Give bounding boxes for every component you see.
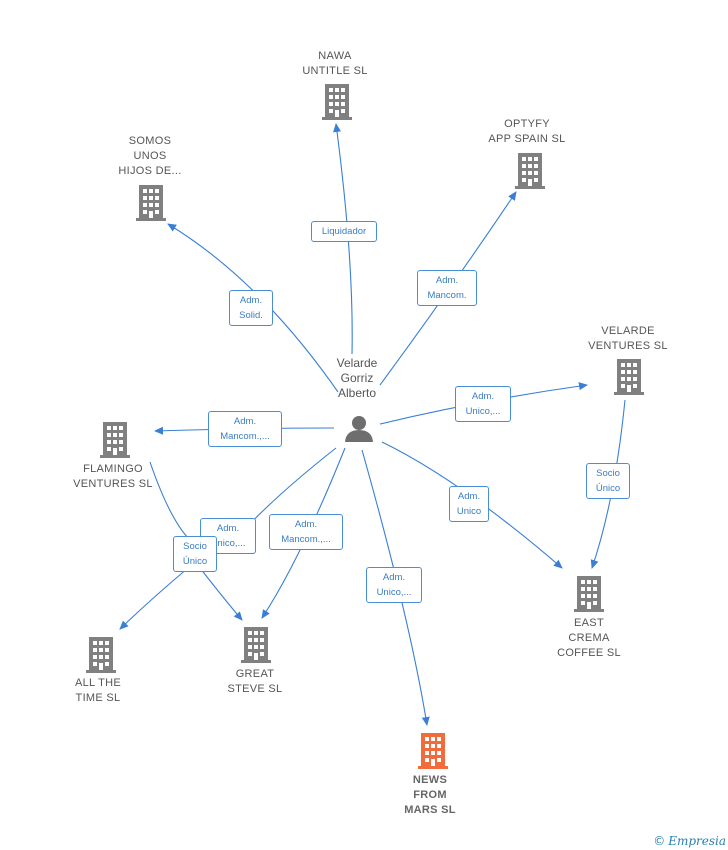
edge-branch-1 xyxy=(199,567,243,621)
edge-label: Adm. Unico,... xyxy=(455,386,511,422)
edge-label: Adm. Unico,... xyxy=(366,567,422,603)
edge-label: Adm. Mancom.,... xyxy=(208,411,282,447)
building-icon[interactable] xyxy=(418,733,448,769)
company-label-east[interactable]: EAST CREMA COFFEE SL xyxy=(557,616,621,659)
company-label-great[interactable]: GREAT STEVE SL xyxy=(227,668,283,695)
company-label-somos[interactable]: SOMOS UNOS HIJOS DE... xyxy=(118,134,182,177)
building-icon[interactable] xyxy=(241,627,271,663)
brand-name: Empresia xyxy=(668,834,726,848)
edge-label: Socio Único xyxy=(173,536,217,572)
empresia-logo: ©Empresia xyxy=(653,834,726,848)
copyright-symbol: © xyxy=(653,834,666,848)
edge-label: Adm. Unico xyxy=(449,486,489,522)
company-label-allthetime[interactable]: ALL THE TIME SL xyxy=(74,677,122,704)
company-label-optyfy[interactable]: OPTYFY APP SPAIN SL xyxy=(488,118,566,145)
building-icon[interactable] xyxy=(86,637,116,673)
edge-label: Adm. Mancom. xyxy=(417,270,477,306)
person-label[interactable]: Velarde Gorriz Alberto xyxy=(336,356,378,400)
building-icon[interactable] xyxy=(614,359,644,395)
building-icon[interactable] xyxy=(136,185,166,221)
edge-center-news xyxy=(361,449,430,726)
company-label-news[interactable]: NEWS FROM MARS SL xyxy=(404,773,456,816)
edge-label: Liquidador xyxy=(311,221,377,242)
edge-label: Socio Único xyxy=(586,463,630,499)
building-icon[interactable] xyxy=(322,84,352,120)
edge-label: Adm. Solid. xyxy=(229,290,273,326)
company-label-velarde[interactable]: VELARDE VENTURES SL xyxy=(588,325,668,352)
edge-branch-0 xyxy=(119,567,189,630)
edge-center-nawa xyxy=(333,123,353,355)
company-label-flamingo[interactable]: FLAMINGO VENTURES SL xyxy=(73,463,153,490)
company-label-nawa[interactable]: NAWA UNTITLE SL xyxy=(302,50,368,77)
building-icon[interactable] xyxy=(574,576,604,612)
edge-label: Adm. Mancom.,... xyxy=(269,514,343,550)
person-icon[interactable] xyxy=(345,416,373,442)
building-icon[interactable] xyxy=(100,422,130,458)
building-icon[interactable] xyxy=(515,153,545,189)
edge-flamingo-allthetime xyxy=(149,461,191,541)
